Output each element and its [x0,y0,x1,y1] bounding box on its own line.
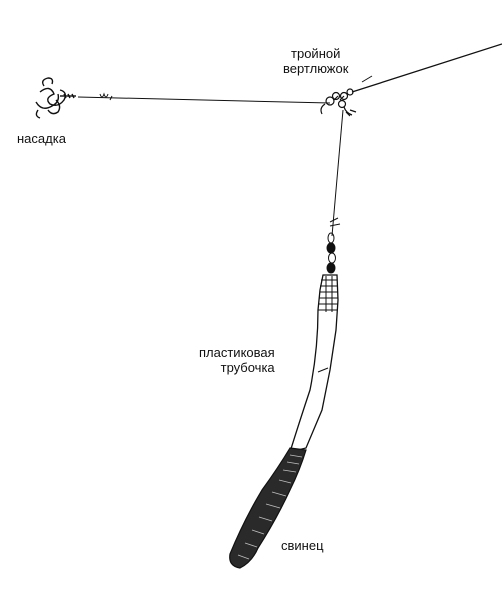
bait-worm [35,77,76,119]
label-bait: насадка [17,131,66,146]
label-triple-swivel: тройной вертлюжок [283,46,348,76]
dropper-tick [329,217,341,227]
tube-pointer [317,367,329,373]
label-triple-swivel-line2: вертлюжок [283,61,349,76]
sinker-texture [237,454,303,560]
plastic-tube [289,274,339,453]
lead-sinker [229,447,307,569]
tube-swivel [326,232,336,274]
triple-swivel [320,88,357,117]
label-plastic-tube-line1: пластиковая [199,345,275,360]
label-plastic-tube: пластиковая трубочка [199,345,275,375]
label-plastic-tube-line2: трубочка [220,360,275,375]
leader-knot [99,92,113,101]
label-sinker: свинец [281,538,324,553]
main-line-end-tick [361,75,373,83]
dropper-line [331,109,344,237]
leader-line [77,96,331,104]
main-line [351,43,502,93]
label-triple-swivel-line1: тройной [291,46,341,61]
tube-wraps [318,276,338,312]
